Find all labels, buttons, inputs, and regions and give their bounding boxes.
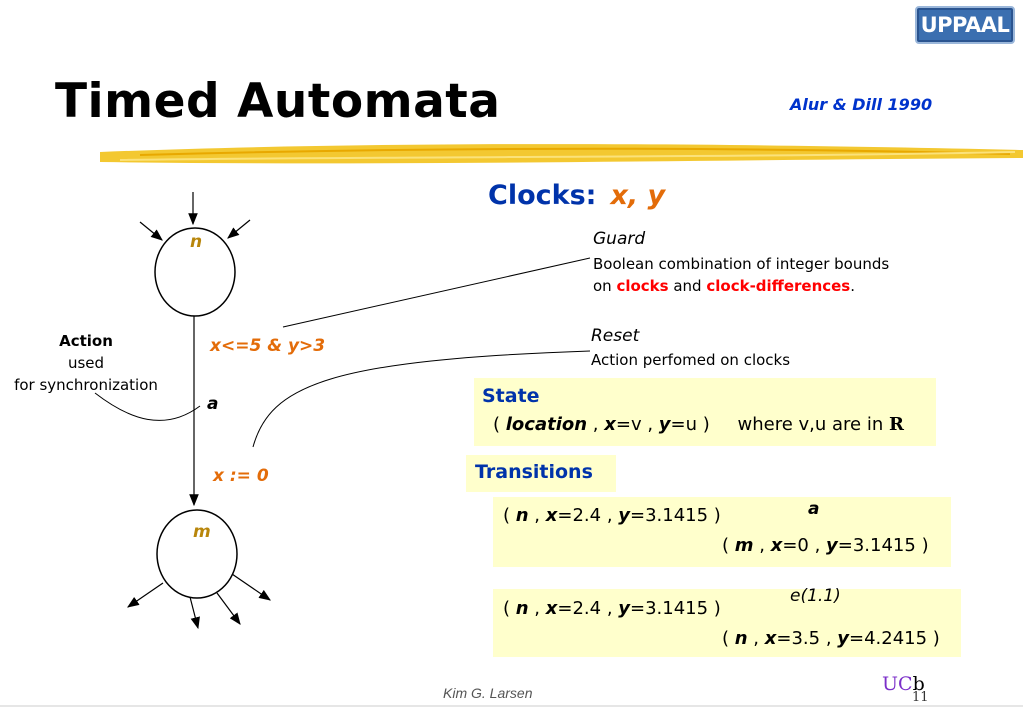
- clocks-vars: x, y: [610, 180, 666, 211]
- outgoing-arrow-2: [189, 596, 200, 630]
- location-m-label: m: [193, 522, 211, 542]
- t1-to-y-var: y: [826, 535, 838, 556]
- state-y-val: =u: [670, 414, 698, 435]
- transition-1-target: ( m , x=0 , y=3.1415 ): [722, 535, 929, 556]
- outgoing-arrow-3: [216, 592, 241, 625]
- uc-logo-b: b: [912, 673, 925, 695]
- title-brush-stroke: [100, 144, 1023, 164]
- transition-1-action: a: [808, 499, 820, 519]
- t2-from-x-var: x: [545, 598, 558, 619]
- guard-desc-clocks: clocks: [616, 277, 669, 295]
- guard-description: Boolean combination of integer bounds on…: [593, 253, 889, 297]
- state-y: y: [658, 414, 671, 435]
- t2-to-y-var: y: [837, 628, 849, 649]
- slide-number: 11: [912, 690, 929, 705]
- location-m-circle: [156, 509, 238, 599]
- reals-symbol: R: [888, 414, 904, 435]
- state-expression: ( location , x=v , y=u ) where v,u are i…: [493, 414, 904, 435]
- guard-desc-and: and: [668, 277, 707, 295]
- reset-title: Reset: [591, 326, 640, 346]
- t2-from-loc: n: [515, 598, 529, 619]
- action-title: Action: [59, 332, 113, 350]
- outgoing-arrow-1: [127, 582, 164, 608]
- state-close: ): [697, 414, 710, 435]
- state-x-val: =v: [615, 414, 642, 435]
- t1-to-loc: m: [734, 535, 754, 556]
- t2-from-y-var: y: [618, 598, 630, 619]
- outgoing-arrow-4: [231, 573, 271, 601]
- action-pointer-curve: [94, 392, 201, 421]
- t1-from-x-var: x: [545, 505, 558, 526]
- t1-to-x: =0: [782, 535, 809, 556]
- guard-desc-line-1: Boolean combination of integer bounds: [593, 255, 890, 273]
- transition-1-highlight-box: [493, 497, 951, 567]
- reset-expression: x := 0: [213, 466, 269, 486]
- t1-from-y: =3.1415: [630, 505, 709, 526]
- transition-2-highlight-box: [493, 589, 961, 657]
- t1-to-x-var: x: [770, 535, 783, 556]
- uc-logo-text: UC: [882, 673, 913, 695]
- state-sep-1: ,: [587, 414, 605, 435]
- reset-description: Action perfomed on clocks: [591, 351, 791, 369]
- transition-2-action: e(1.1): [790, 586, 841, 606]
- transition-2-source: ( n , x=2.4 , y=3.1415 ): [503, 598, 721, 619]
- t2-from-y: =3.1415: [630, 598, 709, 619]
- footer-author: Kim G. Larsen: [443, 685, 533, 701]
- location-n-circle: [154, 227, 236, 317]
- transition-2-target: ( n , x=3.5 , y=4.2415 ): [722, 628, 940, 649]
- uc-logo: UCb: [882, 673, 925, 695]
- state-where: where v,u are in: [737, 414, 884, 435]
- state-sep-2: ,: [641, 414, 659, 435]
- guard-desc-diffs: clock-differences: [706, 277, 851, 295]
- action-label: a: [207, 394, 219, 414]
- guard-desc-end: .: [850, 277, 856, 295]
- transitions-highlight-box: [466, 455, 616, 492]
- t2-to-x: =3.5: [776, 628, 821, 649]
- guard-expression: x<=5 & y>3: [210, 336, 326, 356]
- action-line-3: for synchronization: [14, 376, 158, 394]
- guard-desc-on: on: [593, 277, 617, 295]
- t2-to-y: =4.2415: [849, 628, 928, 649]
- slide-title: Timed Automata: [55, 74, 501, 129]
- transition-1-source: ( n , x=2.4 , y=3.1415 ): [503, 505, 721, 526]
- action-annotation: Action used for synchronization: [8, 330, 164, 396]
- t1-from-loc: n: [515, 505, 529, 526]
- incoming-arrow-right: [227, 219, 251, 239]
- t2-to-loc: n: [734, 628, 748, 649]
- guard-title: Guard: [593, 229, 646, 249]
- t1-from-y-var: y: [618, 505, 630, 526]
- reset-pointer-curve: [252, 350, 591, 448]
- t2-to-x-var: x: [764, 628, 777, 649]
- t1-from-x: =2.4: [557, 505, 602, 526]
- uppaal-logo: UPPAAL: [915, 6, 1015, 44]
- state-x: x: [604, 414, 616, 435]
- state-open: (: [493, 414, 506, 435]
- clocks-heading: Clocks: x, y: [488, 180, 665, 211]
- clocks-label: Clocks:: [488, 180, 597, 211]
- action-line-2: used: [67, 354, 105, 372]
- guard-pointer-line: [282, 257, 591, 328]
- incoming-arrow-left: [139, 221, 163, 241]
- t2-from-x: =2.4: [557, 598, 602, 619]
- transitions-title: Transitions: [475, 461, 593, 483]
- state-location: location: [505, 414, 588, 435]
- state-highlight-box: [474, 378, 936, 446]
- citation: Alur & Dill 1990: [790, 95, 933, 114]
- location-n-label: n: [190, 232, 203, 252]
- t1-to-y: =3.1415: [837, 535, 916, 556]
- state-title: State: [482, 385, 540, 407]
